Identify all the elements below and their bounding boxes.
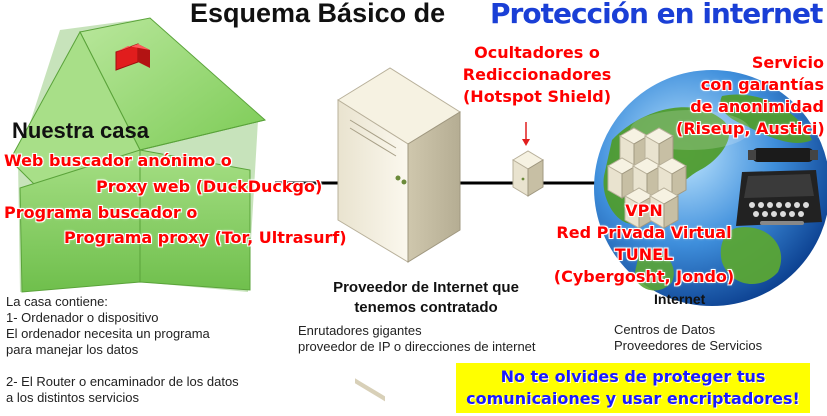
warning-line: comunicaiones y usar encriptadores! <box>466 389 800 408</box>
house-desc-line: La casa contiene: <box>6 294 108 309</box>
hider-label-line: (Hotspot Shield) <box>462 87 612 106</box>
provider-desc-line: Enrutadores gigantes <box>298 323 422 338</box>
internet-description: Centros de Datos Proveedores de Servicio… <box>614 322 762 354</box>
page-title: Esquema Básico de <box>190 0 445 29</box>
provider-title-line: tenemos contratado <box>354 299 498 316</box>
service-label: Servicio con garantías de anonimidad (Ri… <box>676 52 825 140</box>
hider-label: Ocultadores o Rediccionadores (Hotspot S… <box>462 42 612 108</box>
house-desc-line <box>6 358 239 374</box>
hider-label-line: Ocultadores o <box>474 43 600 62</box>
house-software-2: Proxy web (DuckDuckgo) <box>96 177 323 196</box>
arrow-down-icon <box>522 122 530 146</box>
provider-title-line: Proveedor de Internet que <box>333 279 519 296</box>
internet-label: Internet <box>654 291 706 307</box>
provider-desc-line: proveedor de IP o direcciones de interne… <box>298 339 536 354</box>
house-software-4: Programa proxy (Tor, Ultrasurf) <box>64 228 347 247</box>
typewriter-icon <box>736 148 822 226</box>
house-icon <box>9 17 267 293</box>
house-software-1: Web buscador anónimo o <box>4 151 232 170</box>
house-label: Nuestra casa <box>12 118 149 143</box>
title-prefix: Esquema Básico de <box>190 0 446 28</box>
vpn-label: VPN Red Privada Virtual TUNEL (Cybergosh… <box>548 200 740 288</box>
service-label-line: con garantías <box>700 75 824 94</box>
hider-label-line: Rediccionadores <box>462 65 612 84</box>
proxy-box-icon <box>512 150 544 197</box>
service-label-line: Servicio <box>751 53 824 72</box>
house-desc-line: El ordenador necesita un programa <box>6 326 210 341</box>
vpn-label-line: VPN <box>625 201 663 220</box>
provider-title: Proveedor de Internet que tenemos contra… <box>312 278 540 318</box>
title-highlight: Protección en internet <box>490 0 823 30</box>
vpn-label-line: Red Privada Virtual <box>556 223 732 242</box>
house-desc-line: a los distintos servicios <box>6 390 139 405</box>
server-icon <box>337 67 461 402</box>
vpn-label-line: (Cybergosht, Jondo) <box>553 267 735 286</box>
service-label-line: (Riseup, Austici) <box>676 119 825 138</box>
vpn-label-line: TUNEL <box>614 245 674 264</box>
provider-description: Enrutadores gigantes proveedor de IP o d… <box>298 323 536 355</box>
internet-desc-line: Centros de Datos <box>614 322 716 337</box>
house-description: La casa contiene: 1- Ordenador o disposi… <box>6 294 239 406</box>
house-desc-line: 1- Ordenador o dispositivo <box>6 310 159 325</box>
warning-box: No te olvides de proteger tus comunicaio… <box>456 363 810 413</box>
internet-desc-line: Proveedores de Servicios <box>614 338 763 353</box>
warning-line: No te olvides de proteger tus <box>500 367 766 386</box>
house-desc-line: 2- El Router o encaminador de los datos <box>6 374 239 389</box>
house-software-3: Programa buscador o <box>4 203 198 222</box>
service-label-line: de anonimidad <box>690 97 824 116</box>
data-center-icon <box>606 127 688 229</box>
house-desc-line: para manejar los datos <box>6 342 139 357</box>
